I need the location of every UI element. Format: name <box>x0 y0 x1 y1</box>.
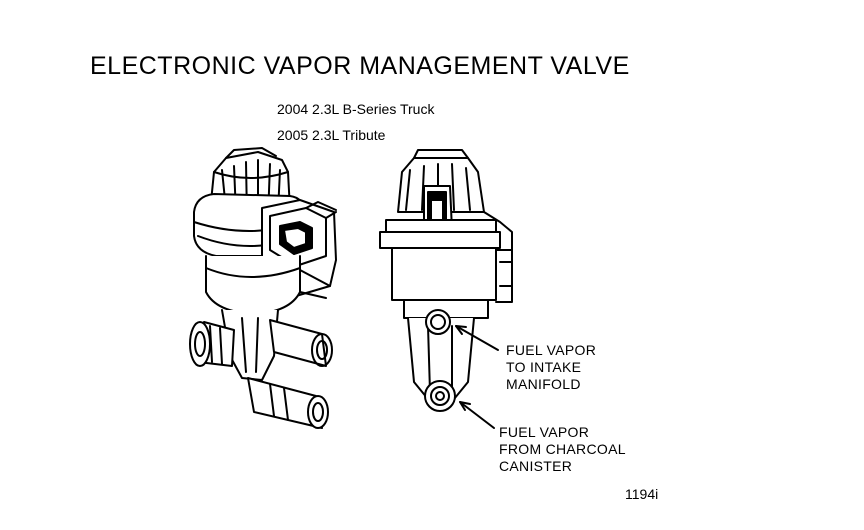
valve-side-view <box>379 149 513 412</box>
callout-line: TO INTAKE <box>506 359 582 375</box>
leader-intake-manifold <box>455 325 499 351</box>
leader-arrow-intake <box>455 325 467 335</box>
callout-line: FROM CHARCOAL <box>499 441 626 457</box>
callout-intake-manifold: FUEL VAPOR TO INTAKE MANIFOLD <box>506 342 596 393</box>
callout-charcoal-canister: FUEL VAPOR FROM CHARCOAL CANISTER <box>499 424 626 475</box>
valve-perspective-view <box>189 147 337 429</box>
leader-arrow-canister <box>459 401 471 411</box>
callout-line: CANISTER <box>499 458 573 474</box>
diagram-title: ELECTRONIC VAPOR MANAGEMENT VALVE <box>90 52 630 80</box>
callout-line: FUEL VAPOR <box>499 424 590 440</box>
leader-charcoal-canister <box>459 401 495 429</box>
callout-line: FUEL VAPOR <box>506 342 597 358</box>
application-line-2: 2005 2.3L Tribute <box>277 127 386 143</box>
callout-leaders <box>455 325 499 429</box>
callout-line: MANIFOLD <box>506 376 581 392</box>
application-line-1: 2004 2.3L B-Series Truck <box>277 101 435 117</box>
figure-number: 1194i <box>625 486 659 502</box>
